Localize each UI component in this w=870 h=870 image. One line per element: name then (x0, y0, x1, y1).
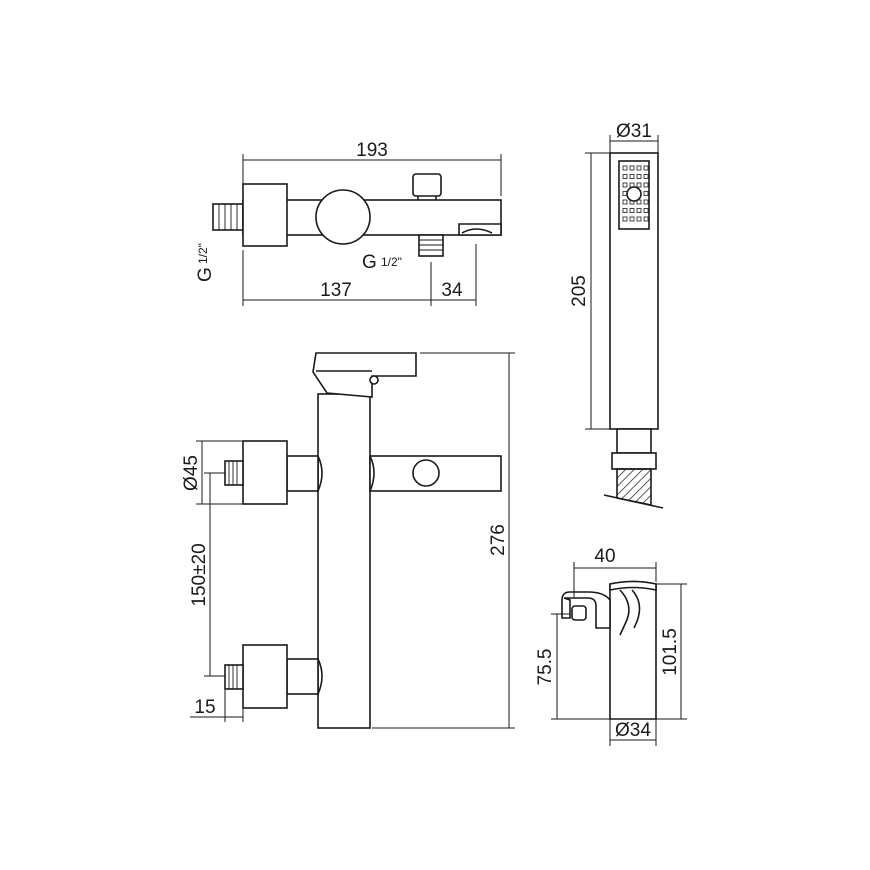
shower-nozzle (643, 165, 649, 171)
shower-nozzle (643, 182, 649, 188)
dim-276-label: 276 (488, 524, 509, 556)
shower-nozzle (643, 191, 649, 196)
top-bottom-threaded-outlet (418, 234, 444, 257)
shower-nozzle (636, 165, 642, 171)
holder-body (609, 580, 657, 720)
holder-hook (561, 591, 611, 629)
dim-d45-label: Ø45 (181, 455, 202, 491)
shower-nozzle (636, 216, 642, 222)
dim-75-5-label: 75.5 (535, 649, 556, 686)
dim-40: 40 (573, 546, 657, 598)
dim-137-label: 137 (320, 280, 352, 301)
dim-150: 150±20 (189, 472, 225, 677)
front-body (317, 393, 371, 729)
front-lower-connector (224, 644, 323, 709)
dim-193: 193 (242, 140, 502, 196)
dim-15-label: 15 (194, 697, 215, 718)
front-upper-connector (224, 440, 323, 505)
shower-nozzle (643, 174, 649, 179)
thread-left-frac: 1/2" (196, 243, 210, 264)
shower-nozzle (636, 174, 642, 179)
dim-137-34: 137 34 (242, 244, 477, 306)
shower-nozzle (622, 216, 628, 222)
thread-note-left: G 1/2" (195, 243, 216, 282)
top-view: 193 137 34 G 1/2" G 1/2" (195, 140, 502, 306)
front-spout (369, 455, 502, 492)
shower-connector (616, 428, 652, 454)
top-left-threaded-inlet (212, 203, 244, 231)
shower-nozzle (622, 165, 628, 171)
shower-nozzle (643, 216, 649, 222)
top-wall-flange (242, 183, 288, 247)
shower-nozzle (622, 199, 628, 205)
dim-101-5: 101.5 (656, 583, 687, 720)
thread-right-g: G (362, 252, 377, 273)
shower-center-nozzle (626, 186, 642, 202)
dim-101-5-label: 101.5 (660, 628, 681, 676)
dim-40-label: 40 (594, 546, 615, 567)
shower-nozzle (636, 182, 642, 188)
dim-15: 15 (190, 690, 244, 722)
thread-left-g: G (195, 267, 216, 282)
shower-nozzle (643, 199, 649, 205)
shower-nozzle (629, 165, 635, 171)
top-lever-knob (315, 189, 371, 245)
dim-d31: Ø31 (609, 121, 659, 153)
shower-nozzle (636, 208, 642, 213)
thread-note-right: G 1/2" (362, 252, 402, 273)
dim-205-label: 205 (569, 275, 590, 307)
top-diverter-knob (412, 173, 442, 200)
shower-nozzle (629, 216, 635, 222)
dim-34-label: 34 (441, 280, 463, 301)
dim-75-5: 75.5 (535, 613, 610, 720)
dim-205: 205 (569, 152, 617, 430)
shower-nozzle (629, 208, 635, 213)
shower-nozzle (636, 199, 642, 205)
shower-nozzle (622, 174, 628, 179)
front-lever (312, 352, 417, 398)
dim-150-label: 150±20 (189, 543, 210, 606)
shower-holder-view: 40 75.5 101.5 Ø34 (535, 546, 687, 746)
dim-d31-label: Ø31 (616, 121, 652, 142)
dim-d34-label: Ø34 (615, 720, 651, 741)
front-view: Ø45 150±20 15 276 (181, 352, 515, 729)
hand-shower-view: Ø31 205 (569, 121, 664, 509)
dim-276: 276 (372, 352, 515, 729)
shower-nozzle (629, 174, 635, 179)
shower-nozzle (643, 208, 649, 213)
thread-right-frac: 1/2" (381, 255, 402, 269)
dim-193-label: 193 (356, 140, 388, 161)
shower-nozzle (622, 208, 628, 213)
shower-nozzle-grid (622, 165, 649, 222)
dim-d45: Ø45 (181, 440, 243, 505)
shower-nozzle (622, 182, 628, 188)
dim-d34: Ø34 (609, 719, 657, 746)
